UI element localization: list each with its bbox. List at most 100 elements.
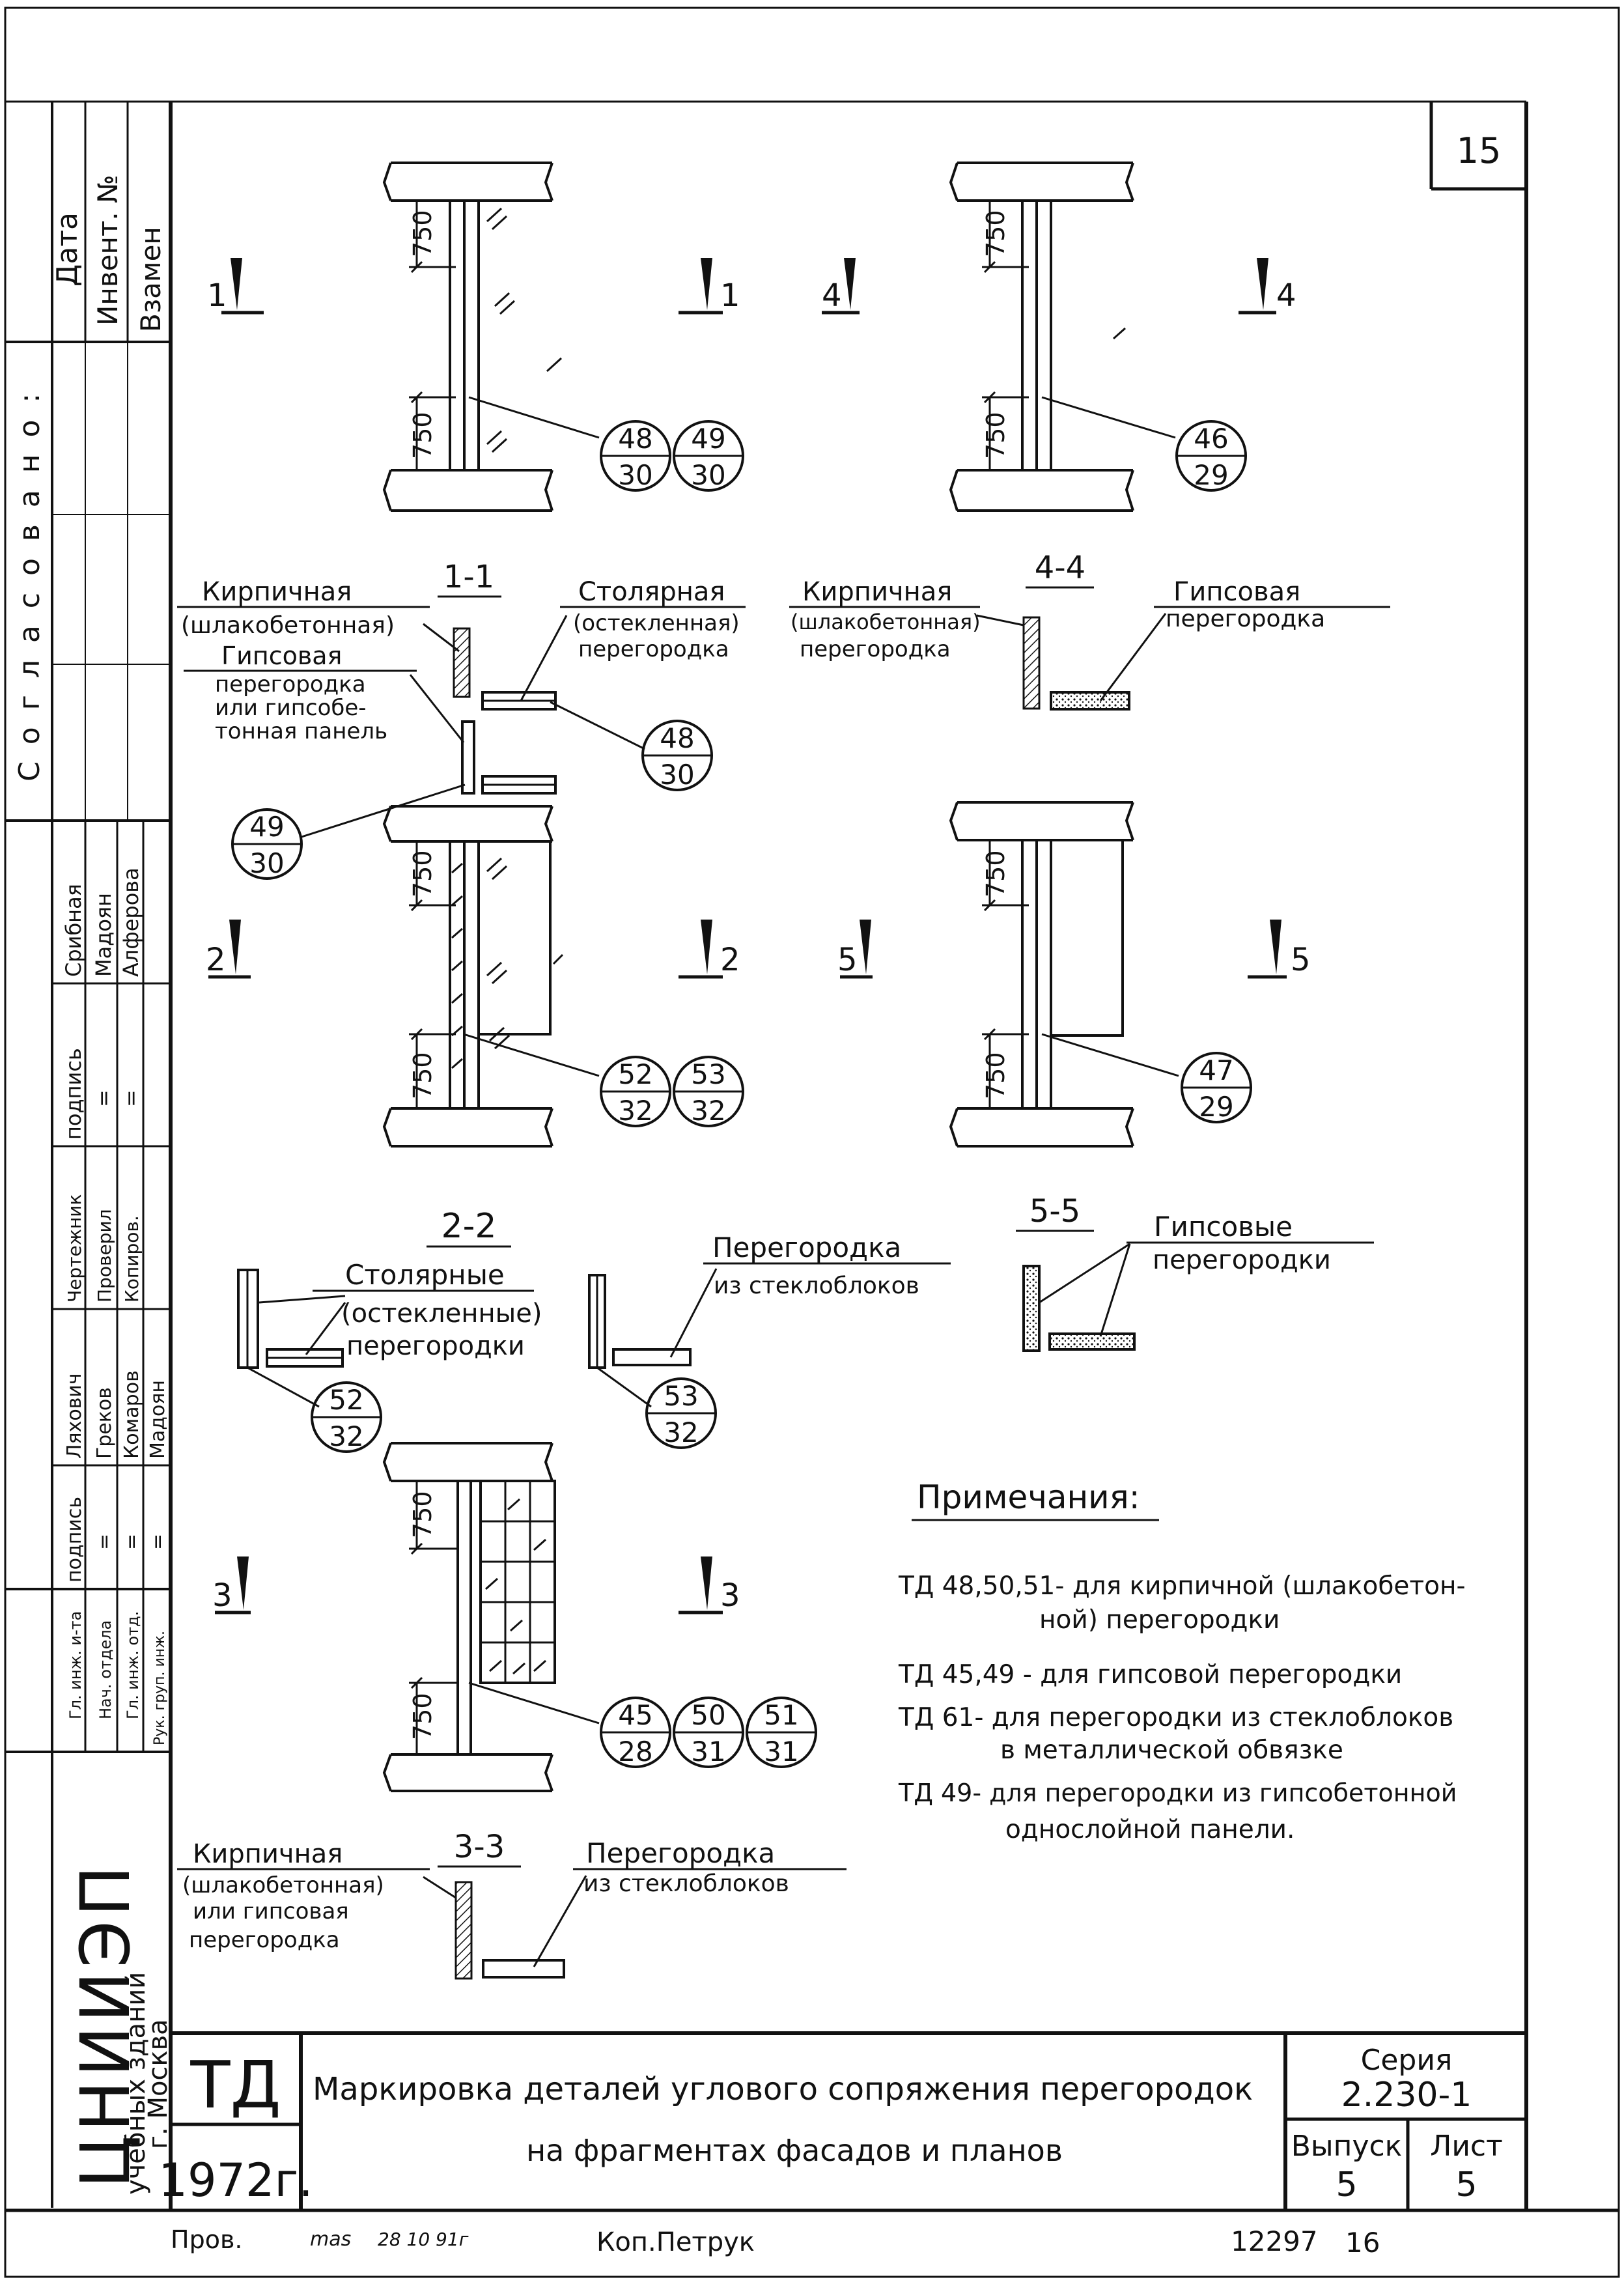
- dimension-label: 750: [408, 1491, 437, 1538]
- sheet-value: 5: [1455, 2165, 1477, 2205]
- svg-text:53: 53: [664, 1380, 698, 1412]
- title-block: ТД 1972г. Маркировка деталей углового со…: [158, 2031, 1526, 2210]
- gypsum-partition-label: Гипсовая: [221, 641, 342, 670]
- sheet-label: Лист: [1430, 2130, 1503, 2163]
- dimension-label: 750: [981, 1052, 1010, 1099]
- joinery-partition-label: перегородки: [346, 1331, 525, 1361]
- signature-cell: подпись: [63, 1497, 86, 1583]
- callout-bubble: 48 30: [641, 720, 713, 791]
- note-line: ТД 45,49 - для гипсовой перегородки: [898, 1660, 1402, 1689]
- note-line: ной) перегородки: [1039, 1605, 1280, 1635]
- section-4-4: Кирпичная (шлакобетонная) перегородка 4-…: [789, 550, 1390, 711]
- signature-cell: подпись: [61, 1048, 86, 1140]
- brick-partition-label: (шлакобетонная): [791, 610, 981, 634]
- svg-text:46: 46: [1194, 423, 1228, 455]
- gypsum-partition-label: Гипсовые: [1154, 1211, 1293, 1243]
- series-label: Серия: [1361, 2044, 1453, 2077]
- joinery-partition-label: (остекленные): [341, 1299, 542, 1329]
- svg-text:50: 50: [691, 1699, 725, 1731]
- brick-partition-label: перегородка: [189, 1927, 340, 1953]
- section-mark: 1: [207, 277, 227, 314]
- signature-cell: Ляхович: [63, 1373, 86, 1459]
- date-label: Дата: [51, 212, 84, 287]
- dimension-label: 750: [408, 850, 437, 897]
- svg-text:30: 30: [618, 459, 652, 491]
- doc-code: ТД: [189, 2047, 281, 2123]
- joinery-partition-label: перегородка: [578, 636, 729, 662]
- svg-text:32: 32: [329, 1420, 363, 1452]
- svg-text:48: 48: [618, 423, 652, 455]
- elevation-3: 750 750 3 3 45 28 50 31 51 31: [212, 1442, 817, 1792]
- brick-partition-label: Кирпичная: [193, 1839, 343, 1869]
- notes-block: Примечания: ТД 48,50,51- для кирпичной (…: [898, 1478, 1466, 1844]
- svg-text:32: 32: [664, 1416, 698, 1448]
- signature-cell: Греков: [93, 1387, 116, 1459]
- archive-number-2: 16: [1345, 2227, 1380, 2259]
- signature-cell: Мадоян: [147, 1380, 169, 1459]
- issue-value: 5: [1336, 2165, 1357, 2205]
- approved-label: С о г л а с о в а н о :: [13, 389, 46, 782]
- svg-text:29: 29: [1194, 459, 1228, 491]
- svg-text:52: 52: [618, 1058, 652, 1090]
- callout-bubble: 51 31: [746, 1697, 817, 1768]
- note-line: ТД 49- для перегородки из гипсобетонной: [898, 1779, 1457, 1807]
- dimension-label: 750: [408, 412, 437, 459]
- svg-text:52: 52: [329, 1384, 363, 1416]
- dimension-label: 750: [408, 1052, 437, 1099]
- svg-text:47: 47: [1199, 1054, 1233, 1086]
- signature-text: mas: [310, 2228, 351, 2251]
- signature-cell: Алферова: [119, 867, 143, 977]
- elevation-1: 750 750 1 1 48 30 49 30: [207, 162, 744, 512]
- section-mark: 4: [1276, 277, 1296, 314]
- section-mark: 3: [212, 1577, 232, 1614]
- svg-text:53: 53: [691, 1058, 725, 1090]
- left-approval-panel: Дата Инвент. № Взамен С о г л а с о в а …: [5, 102, 173, 2208]
- note-line: ТД 48,50,51- для кирпичной (шлакобетон-: [898, 1571, 1466, 1601]
- callout-bubble: 45 28: [600, 1697, 671, 1768]
- dimension-label: 750: [981, 412, 1010, 459]
- brick-partition-label: Кирпичная: [202, 577, 352, 607]
- section-mark: 1: [720, 277, 740, 314]
- footer-date: 28 10 91г: [378, 2229, 469, 2250]
- joinery-partition-label: (остекленная): [573, 610, 740, 636]
- inventory-number-label: Инвент. №: [92, 175, 124, 326]
- callout-bubble: 50 31: [673, 1697, 744, 1768]
- section-title: 5-5: [1029, 1193, 1080, 1230]
- note-line: однослойной панели.: [1005, 1815, 1295, 1844]
- svg-text:30: 30: [249, 847, 284, 879]
- signature-cell: =: [119, 1090, 143, 1107]
- signature-cell: =: [91, 1090, 116, 1107]
- copied-by: Коп.Петрук: [596, 2227, 755, 2257]
- gypsum-partition-label: перегородка: [1166, 606, 1325, 632]
- section-2-2: 2-2 Столярные (остекленные) перегородки …: [237, 1207, 951, 1453]
- signature-cell: Срибная: [61, 884, 86, 977]
- glassblock-partition-label: Перегородка: [586, 1837, 775, 1869]
- section-mark: 2: [206, 942, 226, 978]
- footer: Пров. mas 28 10 91г Коп.Петрук 12297 16: [171, 2225, 1380, 2259]
- section-title: 1-1: [443, 559, 494, 595]
- elevation-4: 750 750 4 4 46 29: [822, 162, 1296, 512]
- brick-partition-label: или гипсовая: [193, 1898, 349, 1924]
- svg-text:31: 31: [691, 1736, 725, 1768]
- svg-text:30: 30: [691, 459, 725, 491]
- section-mark: 3: [720, 1577, 740, 1614]
- svg-text:31: 31: [764, 1736, 798, 1768]
- section-title: 3-3: [454, 1829, 505, 1865]
- svg-text:45: 45: [618, 1699, 652, 1731]
- svg-text:32: 32: [691, 1095, 725, 1127]
- organization-city: г. Москва: [143, 2019, 173, 2149]
- brick-partition-label: перегородка: [800, 636, 951, 662]
- checked-label: Пров.: [171, 2225, 242, 2254]
- signature-cell: Проверил: [94, 1209, 115, 1303]
- signature-cell: Копиров.: [121, 1215, 143, 1303]
- brick-partition-label: (шлакобетонная): [182, 1872, 384, 1898]
- elevation-2: 750 750 2 2 52 32 53 32: [206, 805, 744, 1148]
- callout-bubble: 48 30: [600, 420, 671, 492]
- section-title: 4-4: [1035, 550, 1085, 586]
- svg-text:30: 30: [660, 759, 694, 791]
- callout-bubble: 53 32: [673, 1056, 744, 1127]
- callout-bubble: 52 32: [600, 1056, 671, 1127]
- brick-partition-label: Кирпичная: [802, 577, 952, 607]
- glassblock-partition-label: Перегородка: [712, 1232, 901, 1263]
